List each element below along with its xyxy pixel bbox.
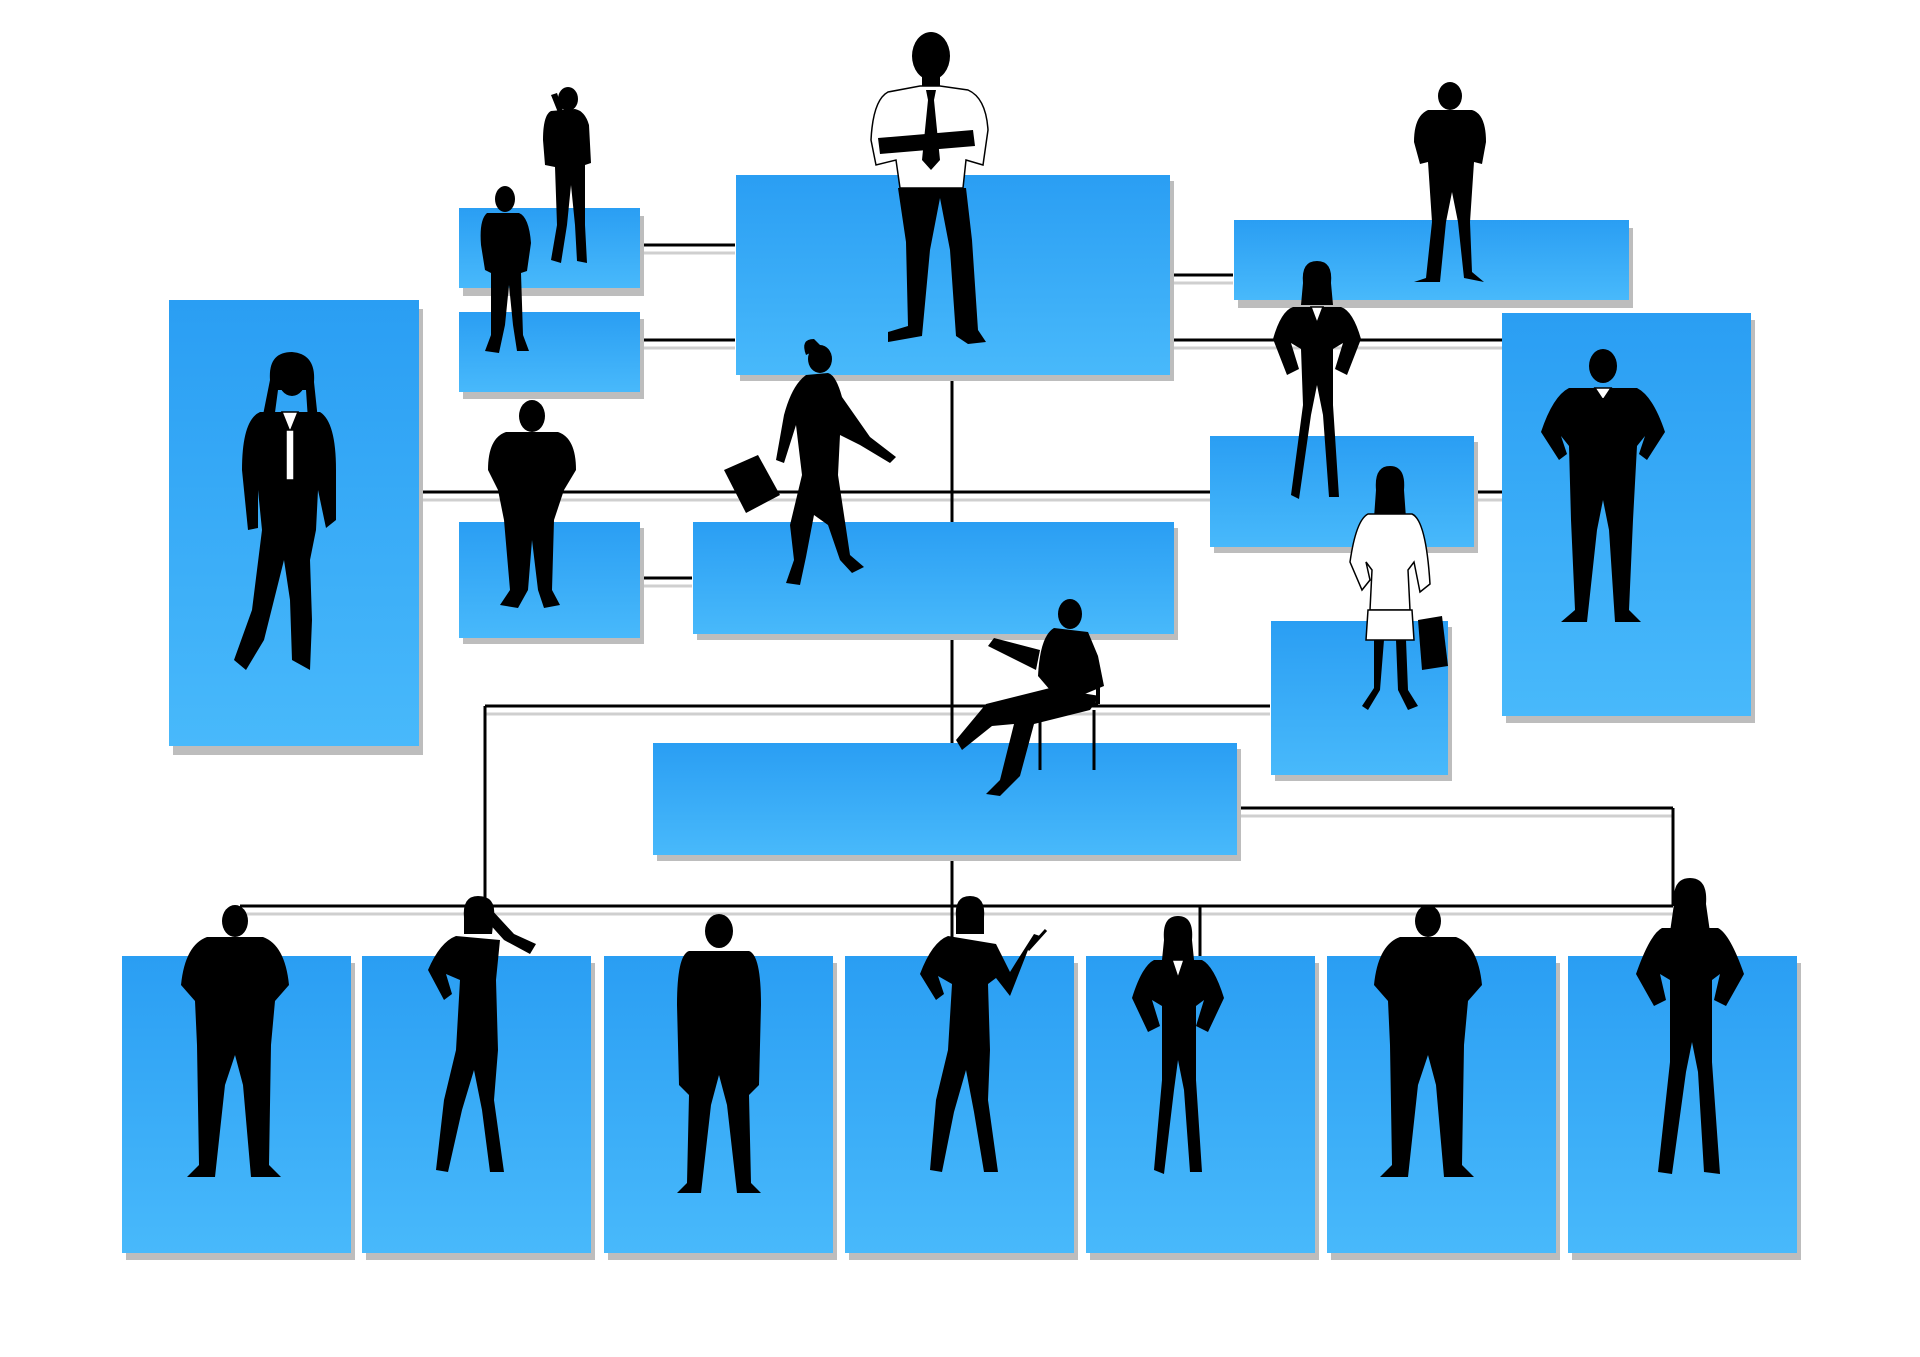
top-right-figure [1414,82,1486,282]
box-center-lower [653,743,1237,855]
bottom-5-figure [1132,916,1224,1174]
top-left-upper-figure [480,186,531,353]
box-bottom-5 [1086,956,1315,1253]
bottom-6-figure [1374,905,1482,1177]
right-mid-figure [1273,261,1361,499]
bottom-1-figure [181,905,289,1177]
center-lower-figure [956,599,1104,796]
woman-phone-top-figure [543,87,591,263]
box-right-mid [1210,436,1474,547]
far-left-figure [234,352,336,670]
right-small-figure [1349,466,1448,710]
mid-left-figure [488,400,576,608]
bottom-7-figure [1636,878,1744,1174]
box-top-left-lower [459,312,640,392]
center-mid-figure [724,339,896,585]
bottom-2-figure [428,896,536,1172]
far-right-figure [1541,349,1665,622]
bottom-3-figure [677,914,761,1193]
box-center-mid [693,522,1174,634]
bottom-4-figure [920,896,1048,1172]
ceo-figure [870,32,989,344]
silhouettes [181,32,1744,1193]
box-right-small [1271,621,1448,775]
